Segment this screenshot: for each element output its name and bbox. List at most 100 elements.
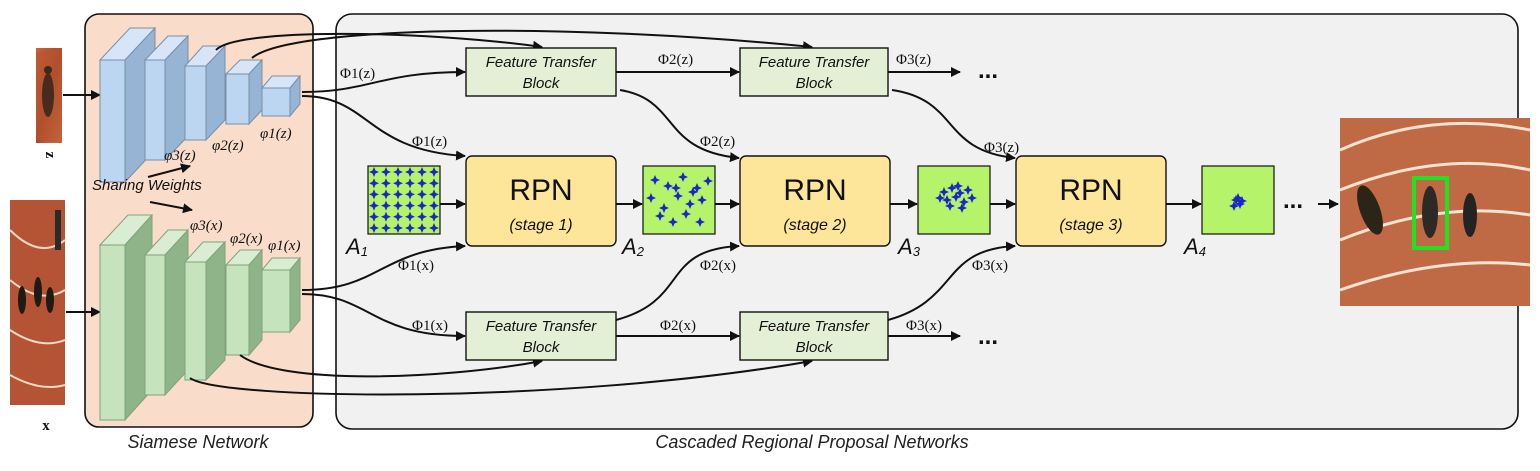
anchor-star-mark: [429, 223, 439, 233]
siamese-network-caption: Siamese Network: [127, 432, 269, 452]
anchor-star-mark: [681, 209, 691, 219]
phi3-z-label: φ3(z): [164, 148, 196, 164]
middle-ellipsis: ...: [1283, 187, 1303, 214]
z-layer-2: [143, 34, 190, 162]
anchor-star-mark: [688, 187, 698, 197]
arrow-ftb2-to-rpn3: [891, 89, 1016, 163]
edge-label-z1-top: Φ1(z): [340, 66, 375, 82]
anchor-star-mark: [685, 199, 695, 209]
skip-x-layer2-to-ftb-bot2: [189, 357, 813, 396]
anchor-star-mark: [678, 172, 688, 182]
sharing-weights-label: Sharing Weights: [92, 177, 202, 194]
anchor-star-mark: [646, 193, 656, 203]
anchor-star-mark: [393, 178, 403, 189]
anchor-star-mark: [429, 167, 439, 177]
anchor-star-mark: [417, 200, 427, 211]
anchor-star-mark: [417, 167, 427, 177]
edge-label-z2-mid: Φ2(z): [700, 134, 735, 150]
svg-text:Feature Transfer: Feature Transfer: [759, 54, 871, 71]
edge-label-x1-mid: Φ1(x): [398, 258, 434, 274]
top-ellipsis: ...: [978, 57, 998, 84]
anchor-star-mark: [381, 211, 391, 222]
anchor-star-mark: [953, 181, 963, 191]
svg-text:Block: Block: [523, 339, 561, 356]
arrow-ftb-x2-to-rpn3: [887, 241, 1016, 321]
phi2-z-label: φ2(z): [212, 138, 244, 154]
z-layer-4: [224, 58, 264, 126]
phi1-x-label: φ1(x): [268, 238, 300, 254]
edge-label-z3-top: Φ3(z): [896, 52, 931, 68]
ftb-z-2: Feature Transfer Block: [739, 47, 889, 97]
edge-label-z1-mid: Φ1(z): [412, 134, 447, 150]
x-layer-3: [183, 240, 227, 382]
anchor-star-mark: [393, 167, 403, 177]
anchor-star-mark: [692, 183, 702, 193]
edge-label-z2-top: Φ2(z): [658, 52, 693, 68]
tracked-target-box: [1412, 176, 1449, 250]
anchor-star-mark: [381, 189, 391, 200]
anchor-star-mark: [1233, 193, 1243, 203]
z-branch-backbone: [98, 26, 302, 184]
svg-text:RPN: RPN: [783, 174, 846, 207]
arrow-phi1x-to-rpn1: [301, 241, 466, 291]
anchor-star-mark: [671, 183, 681, 193]
arrow-ftb-x1-to-rpn2: [615, 241, 740, 321]
anchor-star-mark: [369, 223, 379, 233]
ftb-z-1: Feature Transfer Block: [465, 47, 617, 97]
edge-label-x2-bot: Φ2(x): [660, 318, 696, 334]
svg-text:Block: Block: [796, 75, 834, 92]
anchor-star-mark: [405, 211, 415, 222]
ftb-x-2: Feature Transfer Block: [739, 311, 889, 361]
arrow-ftb1-to-rpn2: [619, 89, 740, 163]
svg-text:(stage 3): (stage 3): [1059, 217, 1122, 234]
svg-text:Block: Block: [523, 75, 561, 92]
anchor-star-mark: [381, 223, 391, 233]
svg-text:Block: Block: [796, 339, 834, 356]
anchor-star-mark: [655, 211, 665, 221]
refined-anchor-marks-2: [646, 172, 713, 227]
anchor-star-mark: [951, 192, 961, 202]
phi3-x-label: φ3(x): [190, 218, 222, 234]
anchor-star-mark: [405, 178, 415, 189]
anchor-star-mark: [393, 223, 403, 233]
refined-anchor-marks-3: [935, 181, 977, 213]
anchor-star-mark: [942, 195, 952, 205]
anchor-star-mark: [381, 167, 391, 177]
anchor-star-mark: [695, 217, 705, 227]
arrow-phi1z-to-ftb1: [301, 67, 466, 93]
phi1-z-label: φ1(z): [260, 126, 292, 142]
x-layer-1: [98, 213, 154, 422]
anchor-star-mark: [369, 189, 379, 200]
anchor-star-mark: [405, 189, 415, 200]
anchor-star-mark: [955, 188, 965, 198]
edge-label-z3-mid: Φ3(z): [984, 140, 1019, 156]
anchor-star-mark: [405, 223, 415, 233]
anchor-star-mark: [663, 181, 673, 191]
svg-text:Feature Transfer: Feature Transfer: [486, 318, 598, 335]
anchor-star-mark: [417, 189, 427, 200]
edge-label-x1-bot: Φ1(x): [412, 318, 448, 334]
anchor-star-mark: [963, 185, 973, 195]
anchor-star-mark: [957, 203, 967, 213]
svg-text:(stage 2): (stage 2): [783, 217, 846, 234]
ftb-x-1: Feature Transfer Block: [465, 311, 617, 361]
edge-label-x3-mid: Φ3(x): [972, 258, 1008, 274]
anchor-star-mark: [947, 183, 957, 193]
anchor-star-mark: [417, 211, 427, 222]
skip-z-layer3-to-ftb-top1: [215, 32, 543, 51]
svg-text:RPN: RPN: [509, 174, 572, 207]
svg-text:Feature Transfer: Feature Transfer: [759, 318, 871, 335]
sharing-weights-arrow-up: [147, 163, 191, 178]
crpn-caption: Cascaded Regional Proposal Networks: [655, 432, 968, 452]
anchor-star-mark: [939, 187, 949, 197]
anchor-star-mark: [429, 189, 439, 200]
arrow-phi1z-to-rpn1: [301, 95, 466, 161]
anchor-star-mark: [381, 200, 391, 211]
anchor-star-mark: [703, 176, 713, 186]
x-layer-2: [143, 228, 190, 397]
bottom-ellipsis: ...: [978, 323, 998, 350]
arrow-phi1x-to-ftbx1: [301, 293, 466, 341]
template-image-z: [36, 48, 62, 143]
anchor-star-mark: [1235, 199, 1245, 209]
